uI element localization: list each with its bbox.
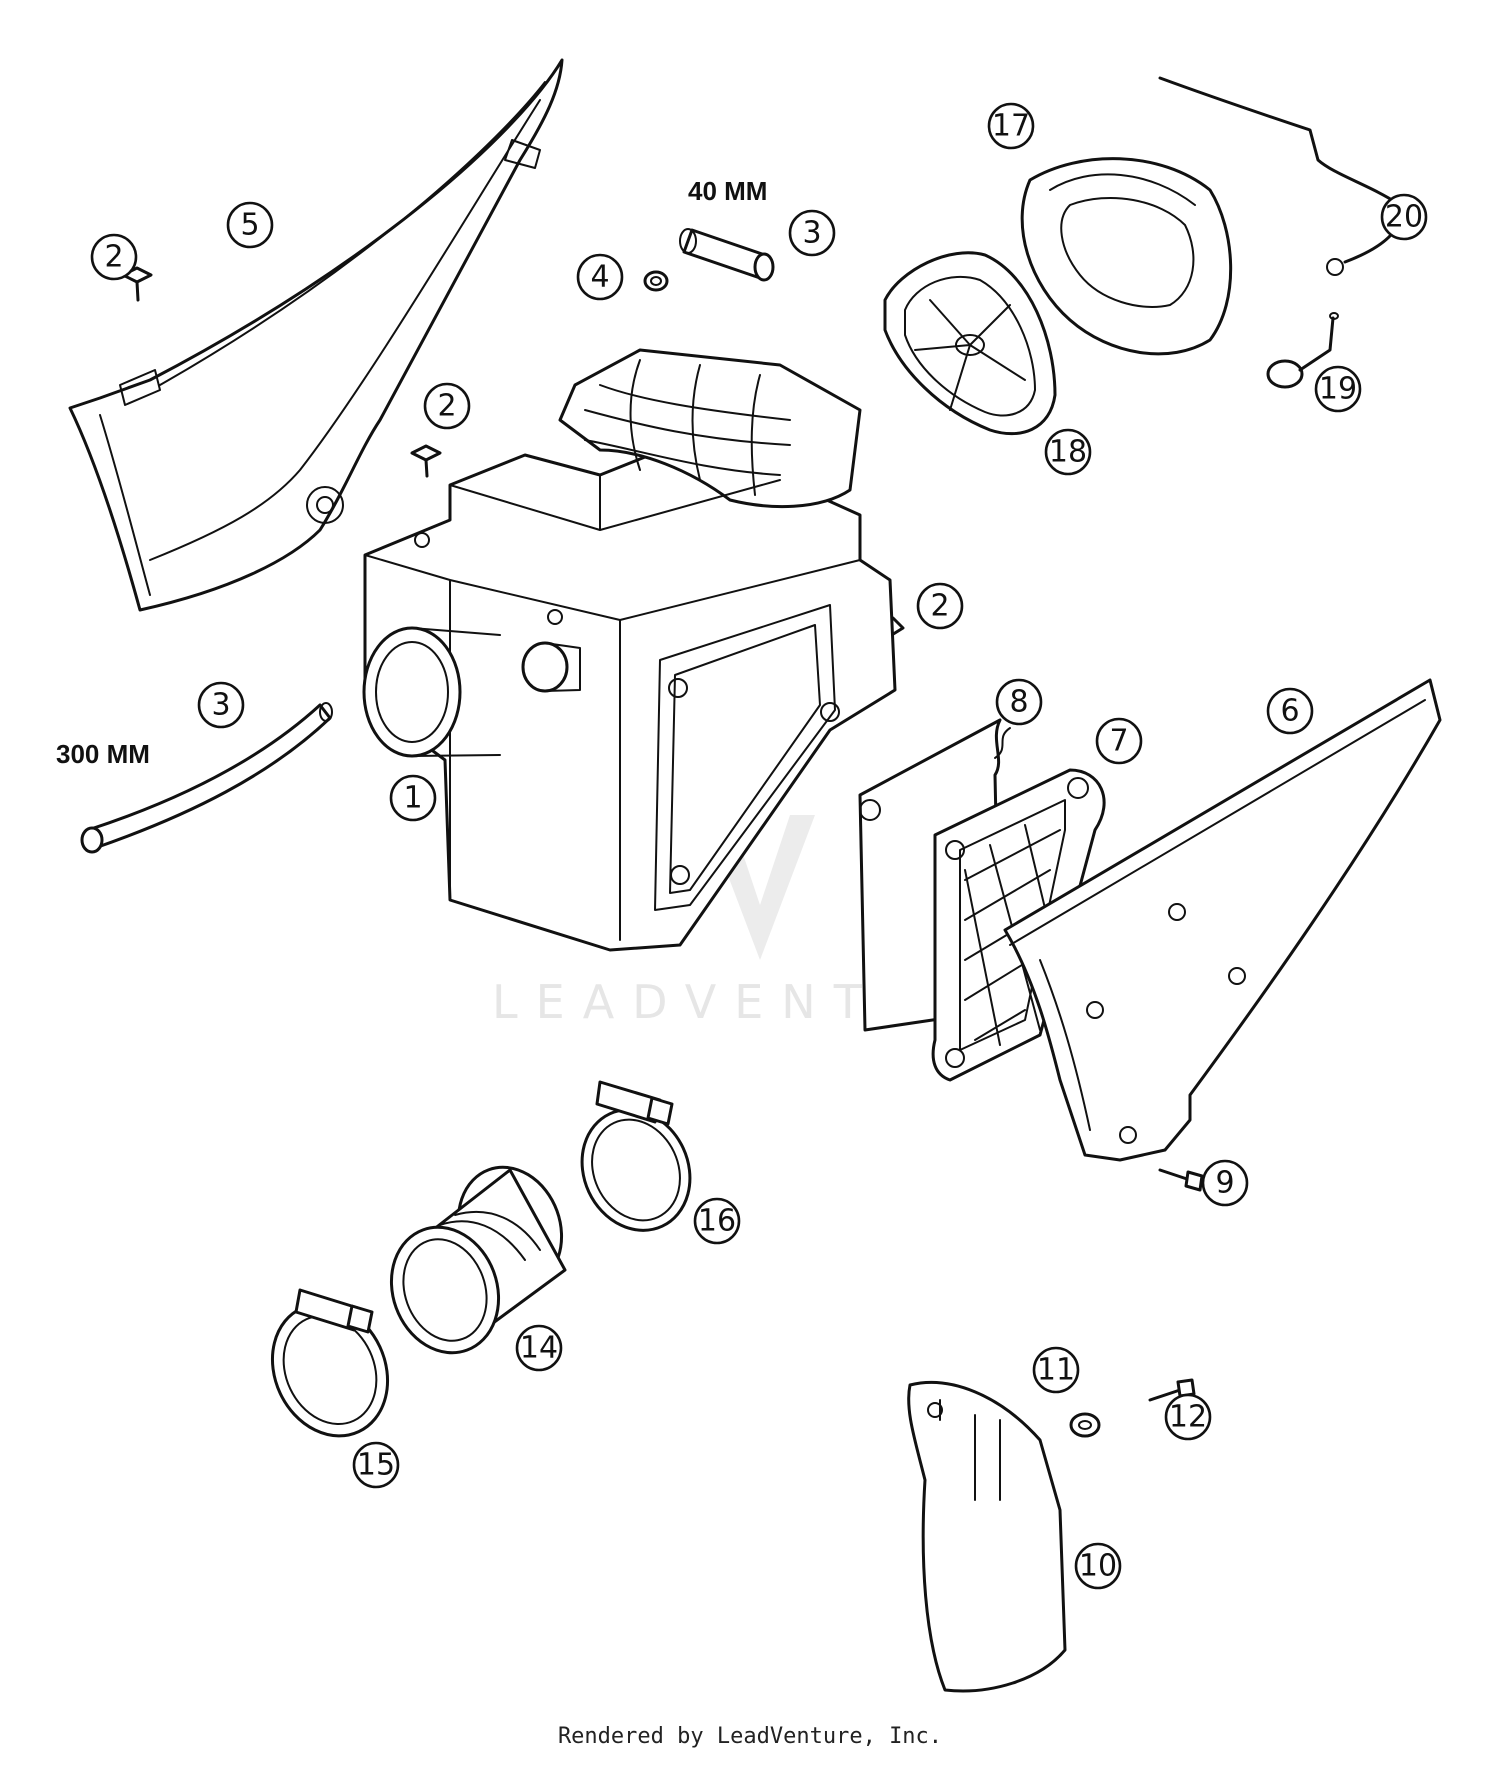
- part-11-washer: [1069, 1412, 1101, 1438]
- callout-6: 6: [1266, 687, 1314, 735]
- svg-text:8: 8: [1009, 685, 1028, 720]
- svg-text:6: 6: [1280, 694, 1299, 729]
- svg-text:3: 3: [802, 216, 821, 251]
- callout-2c: 2: [916, 582, 964, 630]
- callout-2a: 2: [90, 233, 138, 281]
- svg-text:14: 14: [520, 1331, 558, 1366]
- callout-9: 9: [1201, 1159, 1249, 1207]
- callout-5: 5: [226, 201, 274, 249]
- callout-7: 7: [1095, 717, 1143, 765]
- callout-12: 12: [1164, 1393, 1212, 1441]
- part-15-hose-clamp: [270, 1288, 390, 1438]
- part-9-screw: [1158, 1168, 1204, 1192]
- part-14-intake-boot: [389, 1165, 567, 1355]
- svg-text:2: 2: [437, 389, 456, 424]
- callout-2b: 2: [423, 382, 471, 430]
- part-12-screw: [1148, 1378, 1196, 1402]
- part-10-mud-flap: [907, 1380, 1067, 1693]
- svg-text:18: 18: [1049, 435, 1087, 470]
- part-6-right-side-cover: [1003, 678, 1442, 1162]
- callout-17: 17: [987, 102, 1035, 150]
- part-3-hose-long: [80, 702, 333, 854]
- leader-lines: [994, 727, 1011, 759]
- callout-19: 19: [1314, 365, 1362, 413]
- svg-text:16: 16: [698, 1204, 736, 1239]
- callout-15: 15: [352, 1441, 400, 1489]
- part-3-hose-short: [679, 228, 775, 282]
- callout-4: 4: [576, 253, 624, 301]
- callout-3a: 3: [788, 209, 836, 257]
- callout-8: 8: [995, 678, 1043, 726]
- part-5-left-side-cover: [68, 58, 564, 612]
- svg-text:11: 11: [1037, 1353, 1075, 1388]
- svg-text:17: 17: [992, 109, 1030, 144]
- svg-text:2: 2: [104, 240, 123, 275]
- svg-text:5: 5: [240, 208, 259, 243]
- callout-3b: 3: [197, 681, 245, 729]
- part-16-hose-clamp: [580, 1080, 692, 1232]
- footer-credit: Rendered by LeadVenture, Inc.: [557, 1724, 943, 1749]
- callout-markers: 1 2 2 2 3 3 4 5 6 7 8 9 10 11 12 14 15 1…: [90, 102, 1428, 1590]
- svg-text:9: 9: [1215, 1166, 1234, 1201]
- dimension-label-40mm: 40 MM: [688, 176, 767, 206]
- svg-text:4: 4: [590, 260, 609, 295]
- dimension-label-300mm: 300 MM: [56, 739, 150, 769]
- part-19-pin: [1266, 312, 1339, 389]
- svg-text:2: 2: [930, 589, 949, 624]
- svg-text:1: 1: [403, 781, 422, 816]
- svg-text:15: 15: [357, 1448, 395, 1483]
- svg-text:20: 20: [1385, 200, 1423, 235]
- callout-20: 20: [1380, 193, 1428, 241]
- part-1-air-filter-box: [362, 348, 897, 952]
- svg-text:3: 3: [211, 688, 230, 723]
- svg-text:19: 19: [1319, 372, 1357, 407]
- part-18-filter-cage: [883, 251, 1057, 436]
- part-4-grommet: [643, 270, 669, 292]
- svg-text:12: 12: [1169, 1400, 1207, 1435]
- callout-11: 11: [1032, 1346, 1080, 1394]
- part-17-filter-element: [1020, 157, 1233, 356]
- part-2-bolt-b: [410, 444, 442, 478]
- callout-16: 16: [693, 1197, 741, 1245]
- callout-14: 14: [515, 1324, 563, 1372]
- callout-18: 18: [1044, 428, 1092, 476]
- svg-text:7: 7: [1109, 724, 1128, 759]
- svg-text:10: 10: [1079, 1549, 1117, 1584]
- callout-10: 10: [1074, 1542, 1122, 1590]
- callout-1: 1: [389, 774, 437, 822]
